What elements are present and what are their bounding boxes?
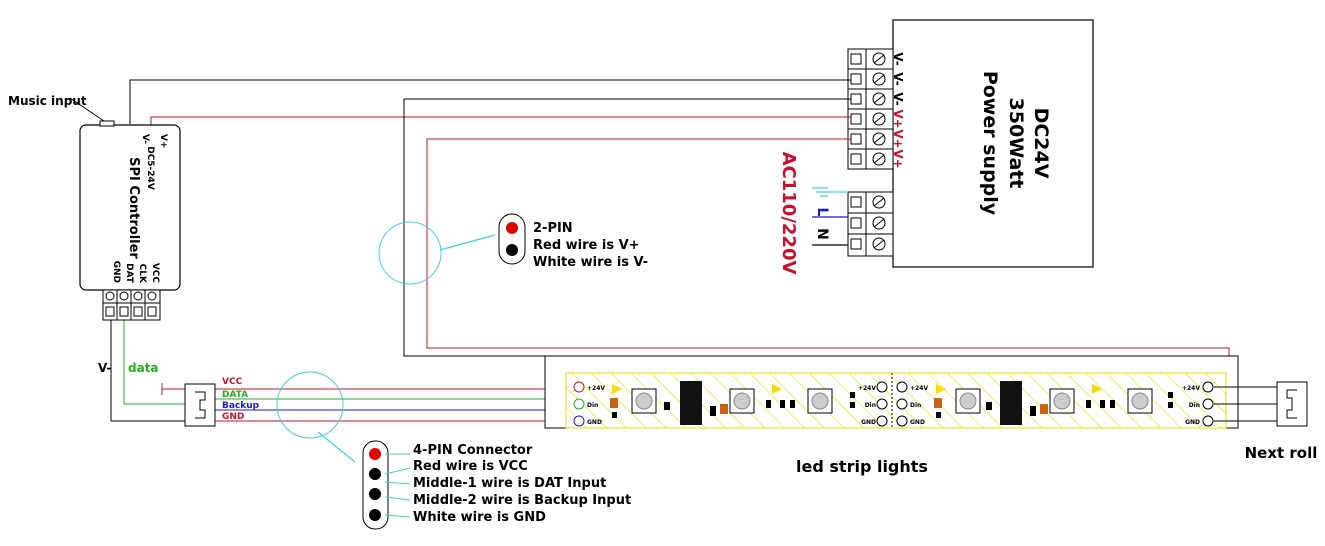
psu-output-terminal-block	[847, 48, 894, 170]
output-connector	[1276, 381, 1308, 427]
data-wire-label: DATA	[222, 390, 248, 400]
strip-pad-24v-1: +24V	[587, 385, 605, 392]
four-pin-white-label: White wire is GND	[413, 510, 546, 525]
psu-pin-v-minus-3: V-	[891, 92, 905, 105]
strip-pad-din-3: Din	[910, 402, 921, 409]
next-roll-label: Next roll	[1245, 444, 1318, 462]
psu-title-dc24v: DC24V	[1030, 108, 1052, 179]
ac-terminal-l: L	[814, 208, 830, 217]
gnd-wire-label: GND	[222, 412, 244, 422]
psu-pin-v-minus-2: V-	[891, 72, 905, 85]
strip-section-b	[934, 381, 1173, 425]
input-connector	[184, 383, 216, 427]
strip-pad-group-mid	[876, 381, 908, 427]
controller-output-terminal	[102, 289, 161, 321]
strip-pad-group-left	[573, 381, 585, 427]
vcc-wire-label: VCC	[222, 377, 243, 387]
four-pin-connector-icon	[362, 440, 389, 530]
strip-pad-din-2: Din	[865, 402, 876, 409]
arrow-right-icon-4	[1092, 384, 1102, 394]
four-pin-callout-arrow	[317, 431, 356, 463]
strip-pad-24v-4: +24V	[1182, 385, 1200, 392]
four-pin-red-label: Red wire is VCC	[413, 459, 528, 474]
ac-terminal-n: N	[814, 228, 830, 240]
signal-wires	[110, 320, 575, 422]
psu-pin-v-plus-1: V+	[891, 109, 905, 128]
ground-icon	[812, 187, 848, 197]
output-wires	[1214, 386, 1277, 422]
arrow-right-icon-3	[936, 384, 946, 394]
strip-pad-din-4: Din	[1189, 402, 1200, 409]
ac-input-label: AC110/220V	[778, 152, 799, 275]
four-pin-title: 4-PIN Connector	[413, 443, 533, 458]
two-pin-connector-icon	[498, 213, 526, 265]
data-label: data	[128, 361, 159, 375]
controller-pin-clk: CLK	[137, 264, 147, 284]
two-pin-red-label: Red wire is V+	[533, 238, 640, 253]
four-pin-leader-lines	[384, 453, 411, 518]
strip-pad-gnd-1: GND	[587, 419, 602, 426]
strip-pad-gnd-2: GND	[861, 419, 876, 426]
controller-power-spec: DC5-24V	[145, 146, 155, 190]
strip-pad-24v-2: +24V	[858, 385, 876, 392]
strip-pad-gnd-4: GND	[1185, 419, 1200, 426]
controller-pin-gnd: GND	[111, 261, 121, 283]
psu-ac-terminal-block	[847, 191, 894, 257]
psu-title-350watt: 350Watt	[1005, 98, 1027, 189]
controller-pin-dat: DAT	[124, 263, 134, 284]
four-pin-callout-circle	[276, 371, 344, 439]
strip-pad-din-1: Din	[587, 402, 598, 409]
led-strip-label: led strip lights	[796, 457, 928, 476]
strip-pad-gnd-3: GND	[910, 419, 925, 426]
controller-pin-v-plus: V+	[158, 134, 168, 149]
strip-section-a	[610, 381, 855, 425]
psu-title-power-supply: Power supply	[979, 71, 1001, 216]
psu-pin-v-minus-1: V-	[891, 52, 905, 65]
controller-pin-v-minus: V-	[140, 134, 150, 144]
four-pin-middle2-label: Middle-2 wire is Backup Input	[413, 493, 631, 508]
arrow-right-icon-2	[772, 384, 782, 394]
psu-pin-v-plus-3: V+	[891, 149, 905, 168]
v-minus-label: V-	[98, 361, 111, 375]
spi-controller: SPI Controller DC5-24V V+ V- VCC CLK DAT…	[79, 120, 181, 321]
two-pin-title: 2-PIN	[533, 221, 573, 236]
two-pin-white-label: White wire is V-	[533, 255, 648, 270]
psu-pin-v-plus-2: V+	[891, 129, 905, 148]
arrow-right-icon	[612, 384, 622, 394]
led-strip: +24V Din GND	[544, 355, 1239, 429]
music-input-label: Music input	[8, 94, 87, 108]
controller-title: SPI Controller	[126, 157, 141, 259]
controller-pin-vcc: VCC	[150, 263, 160, 284]
four-pin-middle1-label: Middle-1 wire is DAT Input	[413, 476, 606, 491]
strip-pad-group-right	[1202, 381, 1214, 427]
backup-wire-label: Backup	[222, 401, 260, 411]
two-pin-callout-arrow	[439, 234, 496, 251]
music-input-leader	[69, 97, 105, 122]
two-pin-callout-circle	[378, 221, 442, 285]
strip-pad-24v-3: +24V	[910, 385, 928, 392]
power-supply: DC24V 350Watt Power supply	[778, 19, 1094, 275]
